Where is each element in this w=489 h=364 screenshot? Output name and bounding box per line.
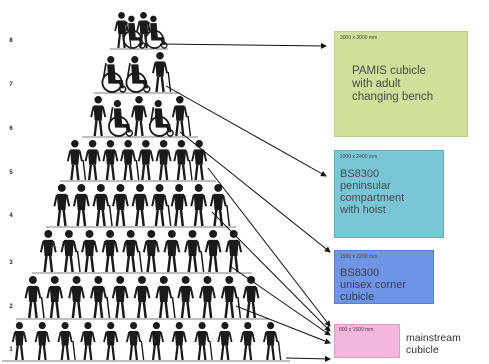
person-figure — [102, 140, 119, 181]
level-number-7: 7 — [9, 82, 13, 88]
person-figure — [57, 322, 76, 361]
bs8300-peninsular-description: BS8300 peninsular compartment with hoist — [340, 168, 405, 216]
person-figure — [155, 276, 176, 319]
person-figure — [148, 322, 164, 361]
bs8300-peninsular-box: 2200 x 2400 mm BS8300 peninsular compart… — [334, 150, 444, 238]
person-figure — [24, 276, 45, 319]
person-figure — [112, 184, 129, 227]
level-number-8: 8 — [9, 38, 13, 44]
person-figure — [46, 276, 64, 319]
person-figure — [89, 276, 111, 319]
connector-arrows — [159, 42, 331, 362]
wheelchair-user-figure — [148, 100, 174, 137]
pamis-cubicle-box: 3000 x 3000 mm PAMIS cubicle with adult … — [334, 31, 468, 137]
person-figure — [155, 140, 172, 181]
mainstream-description: mainstream cubicle — [406, 332, 461, 356]
bs8300-corner-description: BS8300 unisex corner cubicle — [340, 267, 407, 303]
connector-arrow-level-7 — [165, 85, 327, 177]
person-figure — [151, 184, 172, 227]
person-figure — [126, 322, 145, 361]
wheelchair-user-figure — [145, 15, 168, 49]
connector-arrow-level-5 — [207, 167, 331, 327]
person-figure — [209, 184, 231, 227]
person-figure — [170, 184, 188, 227]
person-figure — [177, 276, 195, 319]
person-figure — [81, 230, 98, 273]
connector-arrow-level-3 — [229, 265, 331, 336]
person-figure — [137, 140, 154, 181]
person-figure — [92, 184, 113, 227]
person-figure — [240, 322, 256, 361]
person-figure — [122, 230, 143, 273]
person-figure — [66, 140, 87, 181]
level-number-3: 3 — [9, 260, 13, 266]
person-figure — [225, 230, 243, 273]
person-figure — [120, 140, 140, 181]
level-number-1: 1 — [9, 347, 13, 353]
connector-arrow-level-1 — [285, 355, 331, 362]
bs8300-corner-box: 1500 x 2200 mm BS8300 unisex corner cubi… — [334, 250, 434, 304]
person-figure — [190, 184, 208, 227]
person-figure — [142, 230, 160, 273]
person-figure — [133, 276, 151, 319]
person-figure — [199, 276, 216, 319]
wheelchair-user-figure — [108, 100, 134, 137]
person-figure — [34, 322, 50, 361]
person-figure — [184, 230, 205, 273]
person-figure — [84, 140, 101, 181]
person-figure — [163, 230, 181, 273]
person-figure — [171, 322, 187, 361]
person-figure — [217, 322, 233, 361]
person-figure — [173, 140, 193, 181]
person-figure — [101, 230, 119, 273]
connector-arrow-level-6 — [179, 131, 331, 253]
level-number-6: 6 — [9, 126, 13, 132]
wheelchair-user-figure — [101, 56, 127, 93]
person-figure — [220, 276, 242, 319]
person-figure — [242, 276, 260, 319]
pamis-description: PAMIS cubicle with adult changing bench — [352, 65, 434, 103]
person-figure — [204, 230, 222, 273]
person-figure — [53, 184, 71, 227]
pyramid-people — [11, 12, 282, 361]
level-number-2: 2 — [9, 304, 13, 310]
level-number-5: 5 — [9, 170, 13, 176]
person-figure — [131, 184, 149, 227]
connector-arrow-level-2 — [235, 305, 331, 344]
connector-arrow-level-4 — [211, 211, 331, 332]
mainstream-dimensions: 800 x 1500 mm — [339, 327, 374, 333]
person-figure — [103, 322, 119, 361]
person-figure — [11, 322, 27, 361]
person-figure — [39, 230, 57, 273]
pyramid-shelves — [2, 48, 290, 362]
wheelchair-user-figure — [125, 56, 151, 93]
person-figure — [194, 322, 213, 361]
person-figure — [171, 96, 192, 137]
person-figure — [263, 322, 282, 361]
mainstream-cubicle-box: 800 x 1500 mm — [334, 324, 400, 358]
person-figure — [111, 276, 129, 319]
person-figure — [152, 52, 172, 93]
level-number-4: 4 — [9, 213, 13, 219]
pamis-dimensions: 3000 x 3000 mm — [340, 35, 378, 41]
person-figure — [191, 140, 208, 181]
bs8300-peninsular-dimensions: 2200 x 2400 mm — [340, 154, 378, 160]
person-figure — [60, 230, 81, 273]
bs8300-corner-dimensions: 1500 x 2200 mm — [340, 254, 378, 260]
person-figure — [80, 322, 96, 361]
person-figure — [68, 276, 85, 319]
person-figure — [90, 96, 107, 137]
person-figure — [131, 96, 147, 137]
person-figure — [72, 184, 90, 227]
connector-arrow-level-8 — [159, 42, 327, 49]
